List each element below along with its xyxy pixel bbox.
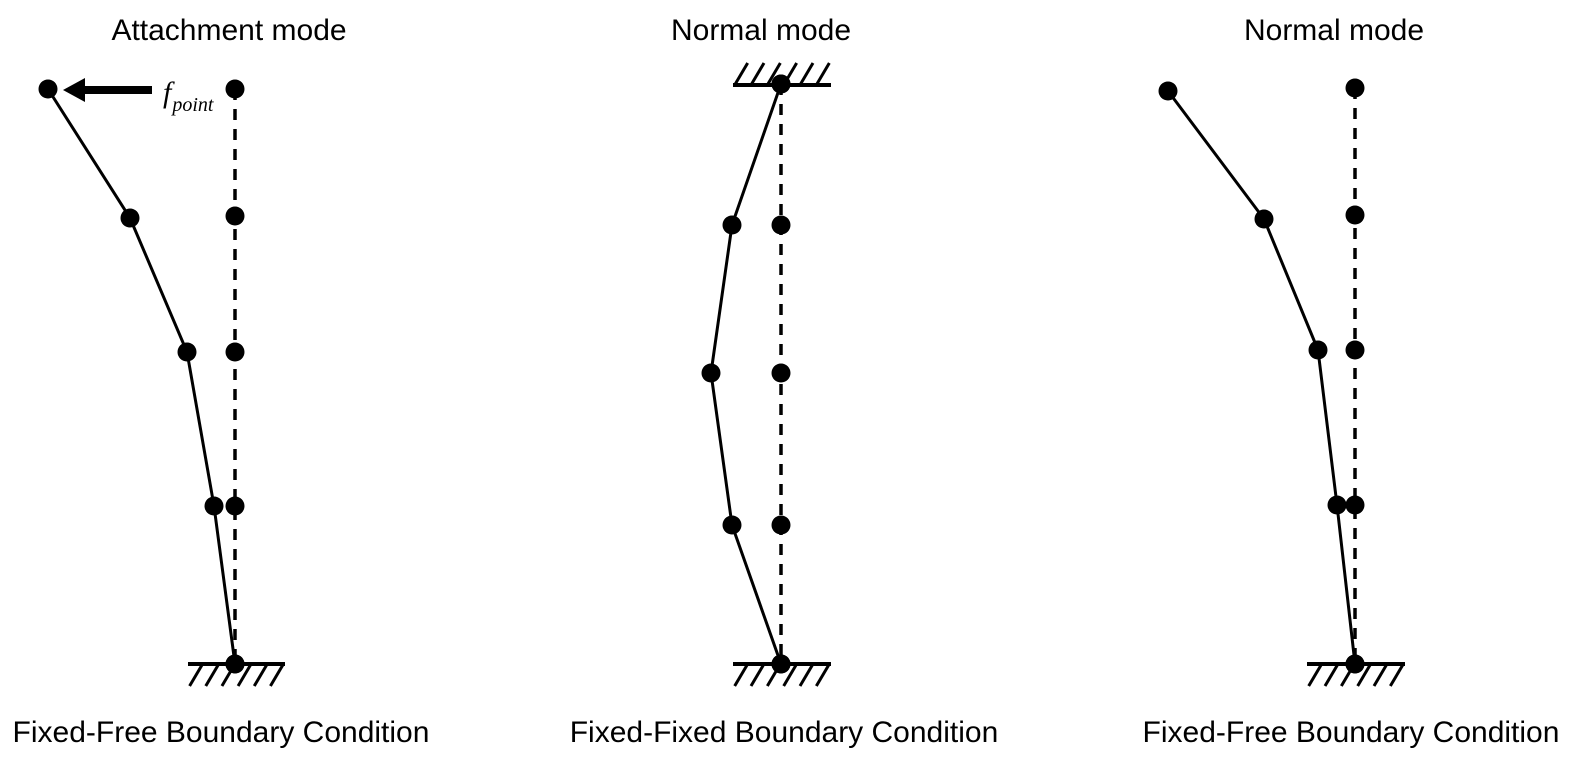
support-hatch: [798, 62, 815, 86]
reference-node-dot: [1345, 205, 1365, 225]
force-arrow-icon: [63, 78, 152, 102]
support-hatch: [236, 663, 253, 687]
support-hatch: [766, 62, 782, 86]
mode-node-dot: [120, 208, 140, 228]
mode-node-dot: [771, 74, 791, 94]
mode-node-dot: [722, 215, 742, 235]
support-hatch: [798, 663, 815, 687]
reference-node-dot: [225, 79, 245, 99]
mode-node-dot: [1254, 209, 1274, 229]
reference-node-dot: [771, 215, 791, 235]
reference-node-dot: [1345, 495, 1365, 515]
mode-node-dot: [1308, 340, 1328, 360]
support-hatch: [1372, 663, 1389, 687]
mode-node-dot: [771, 654, 791, 674]
panel-title: Normal mode: [1243, 14, 1425, 47]
mode-shape-diagram: [1158, 78, 1405, 687]
reference-node-dot: [225, 206, 245, 226]
reference-node-dot: [771, 515, 791, 535]
force-arrow-head: [63, 78, 85, 102]
support-hatch: [749, 663, 766, 687]
support-hatch: [782, 663, 798, 687]
support-hatch: [733, 663, 749, 687]
mode-shape-curve: [709, 82, 783, 666]
reference-node-dot: [1345, 78, 1365, 98]
support-hatch: [815, 663, 831, 687]
panel-attachment-mode: Attachment mode fpoint Fixed-Free Bounda…: [0, 0, 528, 759]
support-hatch: [1323, 663, 1340, 687]
support-hatch: [204, 663, 221, 687]
support-hatch: [749, 62, 766, 86]
panel-caption: Fixed-Fixed Boundary Condition: [569, 716, 999, 749]
support-hatch: [252, 663, 269, 687]
panel-title: Attachment mode: [111, 14, 347, 47]
support-hatch: [1307, 663, 1323, 687]
reference-node-dot: [771, 363, 791, 383]
mode-node-dot: [722, 515, 742, 535]
mode-node-dot: [38, 79, 58, 99]
panel-caption: Fixed-Free Boundary Condition: [12, 716, 430, 749]
support-hatch: [1389, 663, 1405, 687]
fixed-support-top-icon: [733, 62, 831, 87]
panel-title: Normal mode: [670, 14, 852, 47]
reference-node-dot: [1345, 340, 1365, 360]
reference-node-dot: [225, 342, 245, 362]
support-hatch: [188, 663, 204, 687]
mode-node-dot: [701, 363, 721, 383]
mode-node-dot: [204, 496, 224, 516]
reference-node-dot: [225, 496, 245, 516]
panel-caption: Fixed-Free Boundary Condition: [1142, 716, 1560, 749]
support-hatch: [815, 62, 831, 86]
mode-node-dot: [1158, 81, 1178, 101]
mode-node-dot: [177, 342, 197, 362]
support-hatch: [733, 62, 749, 86]
mode-shape-diagram: fpoint: [38, 76, 285, 687]
mode-shape-curve: [1166, 89, 1357, 666]
support-hatch: [269, 663, 285, 687]
mode-shape-diagram: [701, 62, 831, 687]
mode-node-dot: [1345, 654, 1365, 674]
mode-node-dot: [225, 654, 245, 674]
force-label: fpoint: [163, 76, 214, 116]
mode-node-dot: [1327, 495, 1347, 515]
support-hatch: [1356, 663, 1372, 687]
panel-normal-mode-fixed-fixed: Normal mode Fixed-Fixed Boundary Conditi…: [528, 0, 1056, 759]
mode-shape-curve: [46, 87, 237, 666]
panel-normal-mode-fixed-free: Normal mode Fixed-Free Boundary Conditio…: [1056, 0, 1584, 759]
